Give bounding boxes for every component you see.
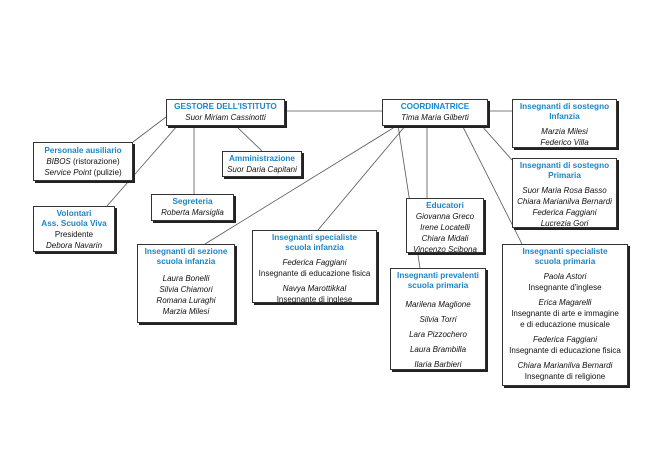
educatori-title: Educatori	[426, 201, 464, 210]
amministrazione-title: Amministrazione	[229, 154, 295, 163]
gestore-name: Suor Miriam Cassinotti	[185, 113, 266, 122]
volontari-box: Volontari Ass. Scuola Viva Presidente De…	[33, 206, 115, 252]
specialiste-infanzia-role: Insegnante di inglese	[276, 295, 353, 304]
connector-gestore-personale	[132, 116, 167, 143]
coordinatrice-name: Tima Maria Gilberti	[401, 113, 469, 122]
specialiste-primaria-role: Insegnante di arte e immagine	[511, 309, 619, 318]
connector-coord-sostegno-primaria	[480, 124, 513, 161]
specialiste-primaria-name: Federica Faggiani	[532, 335, 598, 344]
sezione-infanzia-name: Romana Luraghi	[156, 296, 216, 305]
connector-coord-specialiste-infanzia	[317, 124, 407, 231]
sostegno-infanzia-name: Marzia Milesi	[541, 127, 588, 136]
prevalenti-primaria-name: Laura Brambilla	[409, 345, 467, 354]
connector-gestore-amministrazione	[234, 124, 263, 152]
specialiste-primaria-name: Erica Magarelli	[538, 298, 592, 307]
sostegno-infanzia-name: Federico Villa	[540, 138, 589, 147]
prevalenti-primaria-title-1: Insegnanti prevalenti	[397, 271, 479, 280]
gestore-box: GESTORE DELL'ISTITUTO Suor Miriam Cassin…	[166, 99, 285, 126]
sostegno-primaria-title-2: Primaria	[548, 171, 581, 180]
personale-title: Personale ausiliario	[44, 146, 122, 155]
sezione-infanzia-name: Marzia Milesi	[162, 307, 210, 316]
specialiste-infanzia-box: Insegnanti specialiste scuola infanzia F…	[252, 230, 377, 304]
segreteria-name: Roberta Marsiglia	[161, 208, 224, 217]
sostegno-primaria-box: Insegnanti di sostegno Primaria Suor Mar…	[512, 158, 617, 228]
sostegno-primaria-name: Chiara Marianilva Bernardi	[517, 197, 612, 206]
amministrazione-name: Suor Daria Capitani	[227, 165, 297, 174]
personale-line-ristorazione: BIBOS (ristorazione)	[37, 156, 129, 167]
specialiste-primaria-box: Insegnanti specialiste scuola primaria P…	[502, 244, 628, 386]
sezione-infanzia-title-1: Insegnanti di sezione	[144, 247, 228, 256]
specialiste-primaria-role: Insegnante d'inglese	[528, 283, 602, 292]
connector-gestore-volontari	[106, 124, 179, 207]
sostegno-infanzia-title-2: Infanzia	[549, 112, 580, 121]
personale-ausiliario-box: Personale ausiliario BIBOS (ristorazione…	[33, 142, 133, 181]
educatori-name: Vincenzo Scibona	[413, 245, 477, 254]
sostegno-primaria-name: Suor Maria Rosa Basso	[522, 186, 607, 195]
sostegno-infanzia-title-1: Insegnanti di sostegno	[519, 102, 610, 111]
personale-bibos: BIBOS	[46, 157, 71, 166]
specialiste-primaria-name: Chiara Marianilva Bernardi	[517, 361, 613, 370]
segreteria-box: Segreteria Roberta Marsiglia	[151, 194, 234, 221]
prevalenti-primaria-title-2: scuola primaria	[407, 281, 469, 290]
sostegno-primaria-title-1: Insegnanti di sostegno	[519, 161, 610, 170]
specialiste-infanzia-title-2: scuola infanzia	[285, 243, 344, 252]
prevalenti-primaria-name: Marilena Maglione	[405, 300, 471, 309]
specialiste-infanzia-name: Navya Marottikkal	[282, 284, 347, 293]
sezione-infanzia-name: Laura Bonelli	[162, 274, 210, 283]
volontari-title-1: Volontari	[56, 209, 92, 218]
specialiste-primaria-name: Paola Astori	[543, 272, 587, 281]
prevalenti-primaria-name: Ilaria Barbieri	[414, 360, 462, 369]
prevalenti-primaria-box: Insegnanti prevalenti scuola primaria Ma…	[390, 268, 486, 370]
sostegno-primaria-name: Lucrezia Gori	[540, 219, 589, 228]
volontari-role: Presidente	[54, 230, 94, 239]
specialiste-infanzia-role: Insegnante di educazione fisica	[258, 269, 371, 278]
specialiste-infanzia-title-1: Insegnanti specialiste	[271, 233, 358, 242]
specialiste-primaria-role: Insegnante di educazione fisica	[509, 346, 621, 355]
personale-pulizie: (pulizie)	[91, 168, 122, 177]
sostegno-infanzia-box: Insegnanti di sostegno Infanzia Marzia M…	[512, 99, 617, 148]
volontari-name: Debora Navarin	[45, 241, 103, 250]
sezione-infanzia-box: Insegnanti di sezione scuola infanzia La…	[137, 244, 235, 323]
prevalenti-primaria-name: Silvia Torri	[419, 315, 457, 324]
specialiste-primaria-role: Insegnante di religione	[524, 372, 606, 381]
segreteria-title: Segreteria	[172, 197, 213, 206]
prevalenti-primaria-name: Lara Pizzochero	[409, 330, 467, 339]
personale-ristorazione: (ristorazione)	[70, 157, 120, 166]
coordinatrice-title: COORDINATRICE	[400, 102, 470, 111]
sezione-infanzia-title-2: scuola infanzia	[156, 257, 216, 266]
educatori-name: Giovanna Greco	[415, 212, 475, 221]
sostegno-primaria-name: Federica Faggiani	[532, 208, 597, 217]
personale-line-pulizie: Service Point (pulizie)	[37, 167, 129, 178]
educatori-box: Educatori Giovanna Greco Irene Locatelli…	[406, 198, 484, 254]
educatori-name: Irene Locatelli	[420, 223, 470, 232]
coordinatrice-box: COORDINATRICE Tima Maria Gilberti	[382, 99, 488, 126]
specialiste-infanzia-name: Federica Faggiani	[282, 258, 347, 267]
personale-service-point: Service Point	[44, 168, 92, 177]
specialiste-primaria-title-1: Insegnanti specialiste	[522, 247, 608, 256]
gestore-title: GESTORE DELL'ISTITUTO	[174, 102, 277, 111]
connector-coord-sezione-infanzia	[204, 124, 399, 245]
specialiste-primaria-role: e di educazione musicale	[520, 320, 610, 329]
sezione-infanzia-name: Silvia Chiamori	[159, 285, 213, 294]
educatori-name: Chiara Midali	[421, 234, 469, 243]
specialiste-primaria-title-2: scuola primaria	[534, 257, 596, 266]
amministrazione-box: Amministrazione Suor Daria Capitani	[222, 151, 302, 177]
volontari-title-2: Ass. Scuola Viva	[41, 219, 107, 228]
